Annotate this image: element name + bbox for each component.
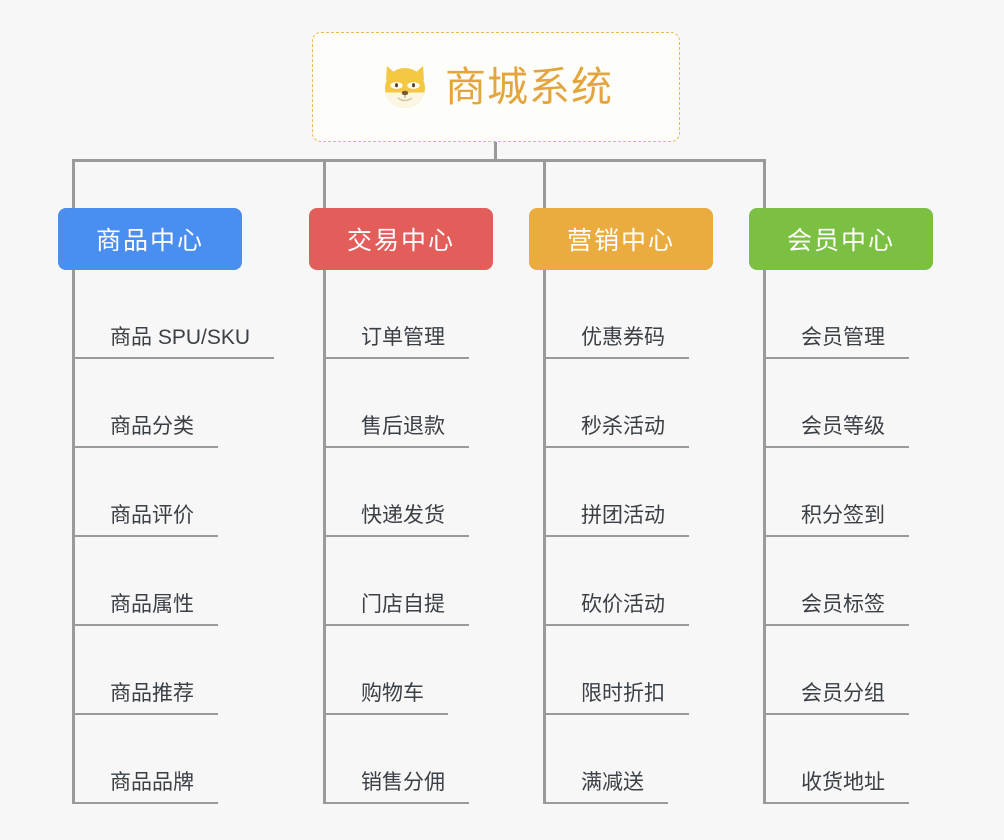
leaf-label: 限时折扣 <box>543 682 689 715</box>
branch-trunk-member <box>763 270 766 804</box>
leaf-label: 会员分组 <box>763 682 909 715</box>
category-header-label: 会员中心 <box>786 227 895 255</box>
leaf-label: 商品 SPU/SKU <box>72 326 275 359</box>
leaf-label: 商品分类 <box>72 415 218 448</box>
leaf-label: 会员管理 <box>763 326 909 359</box>
category-header-marketing[interactable]: 营销中心 <box>529 208 713 270</box>
root-title: 商城系统 <box>445 63 613 110</box>
connector-drop-3 <box>763 159 766 209</box>
category-header-label: 营销中心 <box>566 227 675 255</box>
leaf-label: 门店自提 <box>323 593 469 626</box>
leaf-label: 秒杀活动 <box>543 415 689 448</box>
leaf-label: 砍价活动 <box>543 593 689 626</box>
category-column-product: 商品中心 商品 SPU/SKU 商品分类 商品评价 商品属性 商品推荐 商品品牌 <box>58 208 275 804</box>
leaf-label: 订单管理 <box>323 326 469 359</box>
leaf-label: 商品推荐 <box>72 682 218 715</box>
branch-trunk-marketing <box>543 270 546 804</box>
leaf-label: 优惠券码 <box>543 326 689 359</box>
category-column-member: 会员中心 会员管理 会员等级 积分签到 会员标签 会员分组 收货地址 <box>749 208 933 804</box>
connector-drop-2 <box>543 159 546 209</box>
root-trunk-horizontal <box>72 159 764 162</box>
shiba-dog-face-icon <box>379 61 431 113</box>
category-header-label: 交易中心 <box>346 227 455 255</box>
connector-drop-0 <box>72 159 75 209</box>
category-header-trade[interactable]: 交易中心 <box>309 208 493 270</box>
leaf-label: 拼团活动 <box>543 504 689 537</box>
leaf-label: 商品属性 <box>72 593 218 626</box>
category-header-product[interactable]: 商品中心 <box>58 208 242 270</box>
category-column-trade: 交易中心 订单管理 售后退款 快递发货 门店自提 购物车 销售分佣 <box>309 208 493 804</box>
root-trunk-vertical <box>494 142 497 161</box>
leaf-label: 收货地址 <box>763 771 909 804</box>
leaf-label: 会员等级 <box>763 415 909 448</box>
leaf-label: 商品品牌 <box>72 771 218 804</box>
root-node[interactable]: 商城系统 <box>312 32 680 142</box>
leaf-label: 销售分佣 <box>323 771 469 804</box>
leaf-label: 快递发货 <box>323 504 469 537</box>
branch-trunk-trade <box>323 270 326 804</box>
leaf-label: 售后退款 <box>323 415 469 448</box>
category-header-label: 商品中心 <box>95 227 204 255</box>
leaf-label: 满减送 <box>543 771 668 804</box>
leaf-label: 商品评价 <box>72 504 218 537</box>
category-column-marketing: 营销中心 优惠券码 秒杀活动 拼团活动 砍价活动 限时折扣 满减送 <box>529 208 713 804</box>
leaf-label: 积分签到 <box>763 504 909 537</box>
branch-trunk-product <box>72 270 75 804</box>
leaf-label: 会员标签 <box>763 593 909 626</box>
leaf-label: 购物车 <box>323 682 448 715</box>
category-header-member[interactable]: 会员中心 <box>749 208 933 270</box>
connector-drop-1 <box>323 159 326 209</box>
